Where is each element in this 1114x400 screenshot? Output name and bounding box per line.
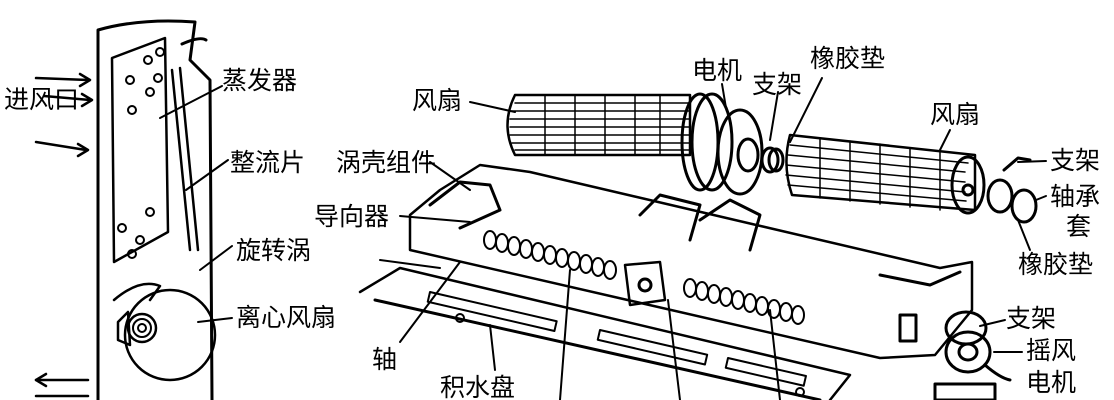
- label-drip-tray: 积水盘: [440, 373, 516, 400]
- motor-body: [680, 92, 785, 196]
- label-evaporator: 蒸发器: [222, 66, 298, 95]
- label-swing-motor-2: 电机: [1026, 368, 1077, 397]
- label-inlet: 进风口: [4, 85, 80, 114]
- label-guide: 导向器: [314, 202, 390, 231]
- right-fan-cylinder: [785, 133, 1038, 224]
- unit-cross-section: [34, 19, 233, 400]
- label-volute-assembly: 涡壳组件: [336, 148, 437, 177]
- label-motor: 电机: [692, 56, 743, 85]
- label-bracket-right: 支架: [1050, 146, 1101, 175]
- drip-tray: [358, 266, 852, 400]
- label-bracket-bottom: 支架: [1006, 304, 1057, 333]
- swing-motor: [933, 310, 1012, 400]
- label-shaft: 轴: [372, 345, 398, 374]
- label-swing-motor-1: 摇风: [1026, 336, 1077, 365]
- label-rubber-pad-right: 橡胶垫: [1018, 250, 1094, 279]
- label-bracket-top: 支架: [752, 70, 803, 99]
- label-swirl: 旋转涡: [236, 236, 312, 265]
- label-bearing-sleeve-1: 轴承: [1050, 182, 1101, 211]
- label-bearing-sleeve-2: 套: [1066, 212, 1092, 241]
- label-fan-left: 风扇: [412, 86, 463, 115]
- label-centrifugal-fan: 离心风扇: [236, 303, 337, 332]
- label-fan-right: 风扇: [930, 100, 981, 129]
- label-rubber-pad-top: 橡胶垫: [810, 44, 886, 73]
- label-rectifier: 整流片: [230, 148, 306, 177]
- left-fan-cylinder: [506, 93, 692, 157]
- volute-housing: [408, 163, 974, 360]
- exploded-assembly: [358, 77, 1047, 400]
